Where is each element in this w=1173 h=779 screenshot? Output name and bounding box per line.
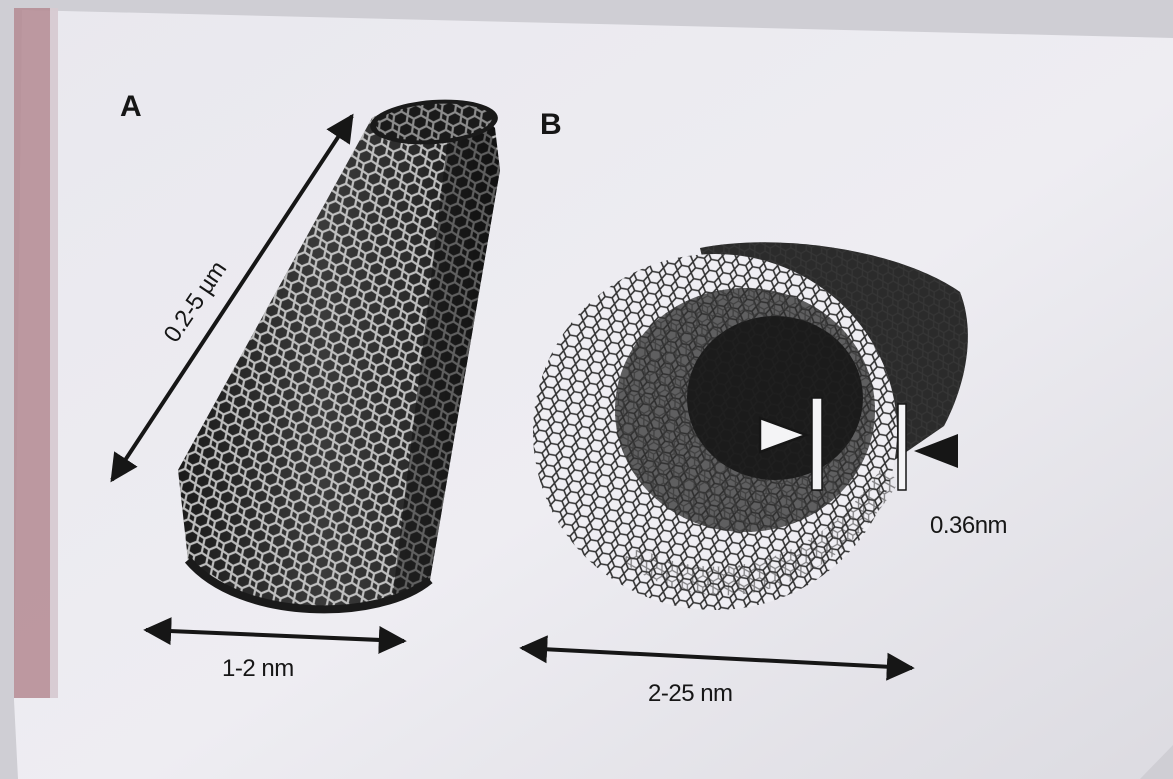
margin-edge (50, 8, 58, 698)
spacing-label: 0.36nm (930, 512, 1007, 539)
panel-b-label: B (540, 108, 562, 141)
diameter-label-b: 2-25 nm (648, 680, 733, 707)
diameter-label-a: 1-2 nm (222, 655, 294, 682)
panel-a-label: A (120, 90, 142, 123)
